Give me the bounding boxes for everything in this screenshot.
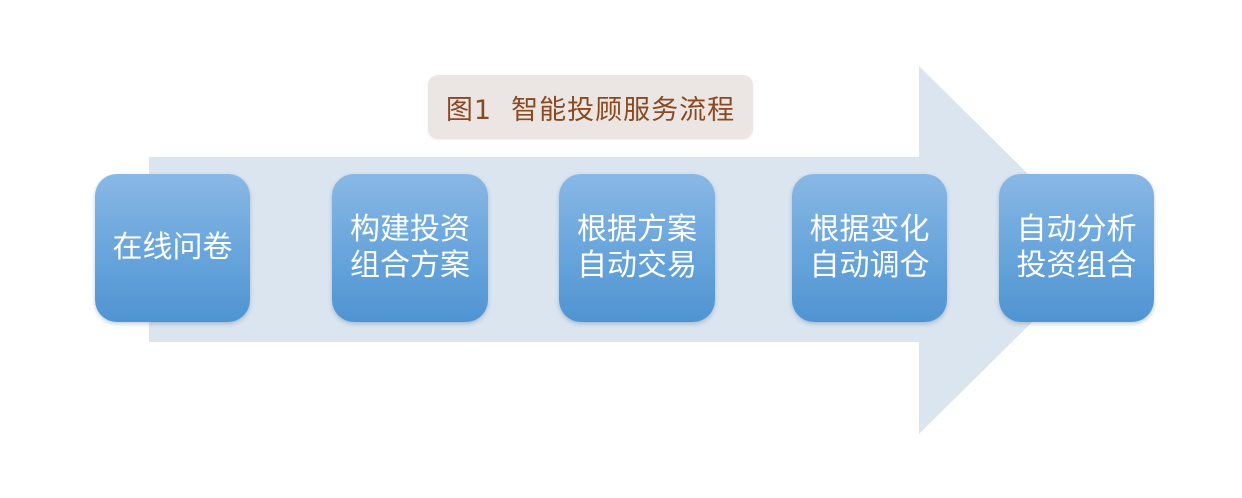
step-online-questionnaire: 在线问卷 <box>95 174 250 322</box>
step-auto-trade: 根据方案 自动交易 <box>559 174 715 322</box>
step-2-line-1: 构建投资 <box>350 212 470 247</box>
step-build-portfolio-plan: 构建投资 组合方案 <box>332 174 488 322</box>
step-4-line-1: 根据变化 <box>809 212 930 247</box>
step-5-line-1: 自动分析 <box>1016 212 1137 247</box>
step-1-line-1: 在线问卷 <box>112 230 233 265</box>
step-2-line-2: 组合方案 <box>350 248 470 283</box>
step-auto-rebalance: 根据变化 自动调仓 <box>792 174 947 322</box>
step-3-line-2: 自动交易 <box>577 248 697 283</box>
step-auto-analyze: 自动分析 投资组合 <box>999 174 1154 322</box>
step-4-line-2: 自动调仓 <box>809 248 930 283</box>
diagram-title: 图1 智能投顾服务流程 <box>445 94 736 126</box>
step-5-line-2: 投资组合 <box>1016 248 1137 283</box>
diagram-title-box: 图1 智能投顾服务流程 <box>428 75 753 139</box>
step-3-line-1: 根据方案 <box>577 212 697 247</box>
